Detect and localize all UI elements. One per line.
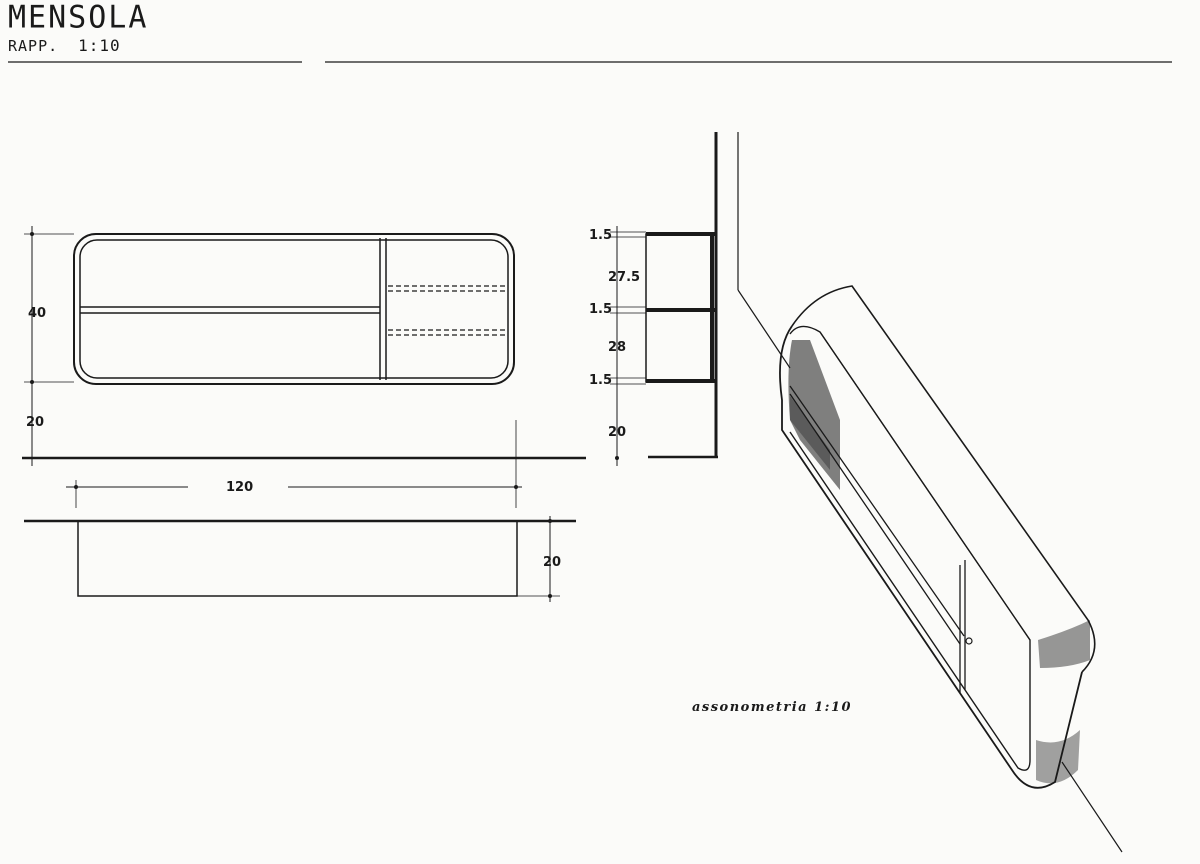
plan-depth-dim: 20 [543, 555, 561, 570]
axonometric-view [737, 132, 1123, 853]
front-outer-outline [73, 233, 515, 385]
dim-dot [548, 519, 552, 523]
plan-view: 20 [24, 516, 576, 602]
side-section-view: 1.5 27.5 1.5 28 1.5 20 [589, 132, 718, 466]
dim-dot [615, 456, 619, 460]
axo-shading-left-interior [788, 340, 840, 490]
dim-dot [74, 485, 78, 489]
axo-top-inner-line [819, 331, 1031, 641]
front-width-dim: 120 [226, 480, 253, 495]
dim-dot [30, 232, 34, 236]
axo-shading-shelf [790, 396, 830, 470]
axo-knob [965, 637, 973, 645]
front-inner-outline [79, 239, 509, 379]
axo-shading-end-bottom [1036, 730, 1080, 784]
dim-dot [30, 380, 34, 384]
front-height-dim: 40 [28, 306, 46, 321]
dim-dot [514, 485, 518, 489]
scale-row: RAPP. 1:10 [8, 36, 148, 55]
axo-front-inner-edge [789, 325, 1031, 771]
scale-value: 1:10 [78, 36, 121, 55]
scale-label: RAPP. [8, 37, 59, 55]
side-dim-upper-compartment: 27.5 [608, 270, 640, 285]
axonometric-caption: assonometria 1:10 [692, 700, 852, 715]
dim-dot [548, 594, 552, 598]
axo-front-outer-edge [779, 325, 1083, 789]
drawing-title: MENSOLA [8, 0, 149, 36]
side-dim-middle-board: 1.5 [589, 302, 612, 317]
side-dim-bottom-board: 1.5 [589, 373, 612, 388]
side-dim-top-board: 1.5 [589, 228, 612, 243]
axo-shading-end-top [1038, 620, 1090, 668]
axo-wall-edge-lower [1061, 761, 1123, 853]
plan-outline [77, 521, 518, 597]
front-view: 40 20 120 [22, 226, 586, 508]
side-dim-lower-compartment: 28 [608, 340, 626, 355]
title-block: MENSOLA RAPP. 1:10 [8, 0, 149, 55]
axo-top-surface [791, 285, 1096, 673]
side-dim-floor-offset: 20 [608, 425, 626, 440]
front-offset-dim: 20 [26, 415, 44, 430]
axo-wall-edge-upper [737, 289, 791, 369]
